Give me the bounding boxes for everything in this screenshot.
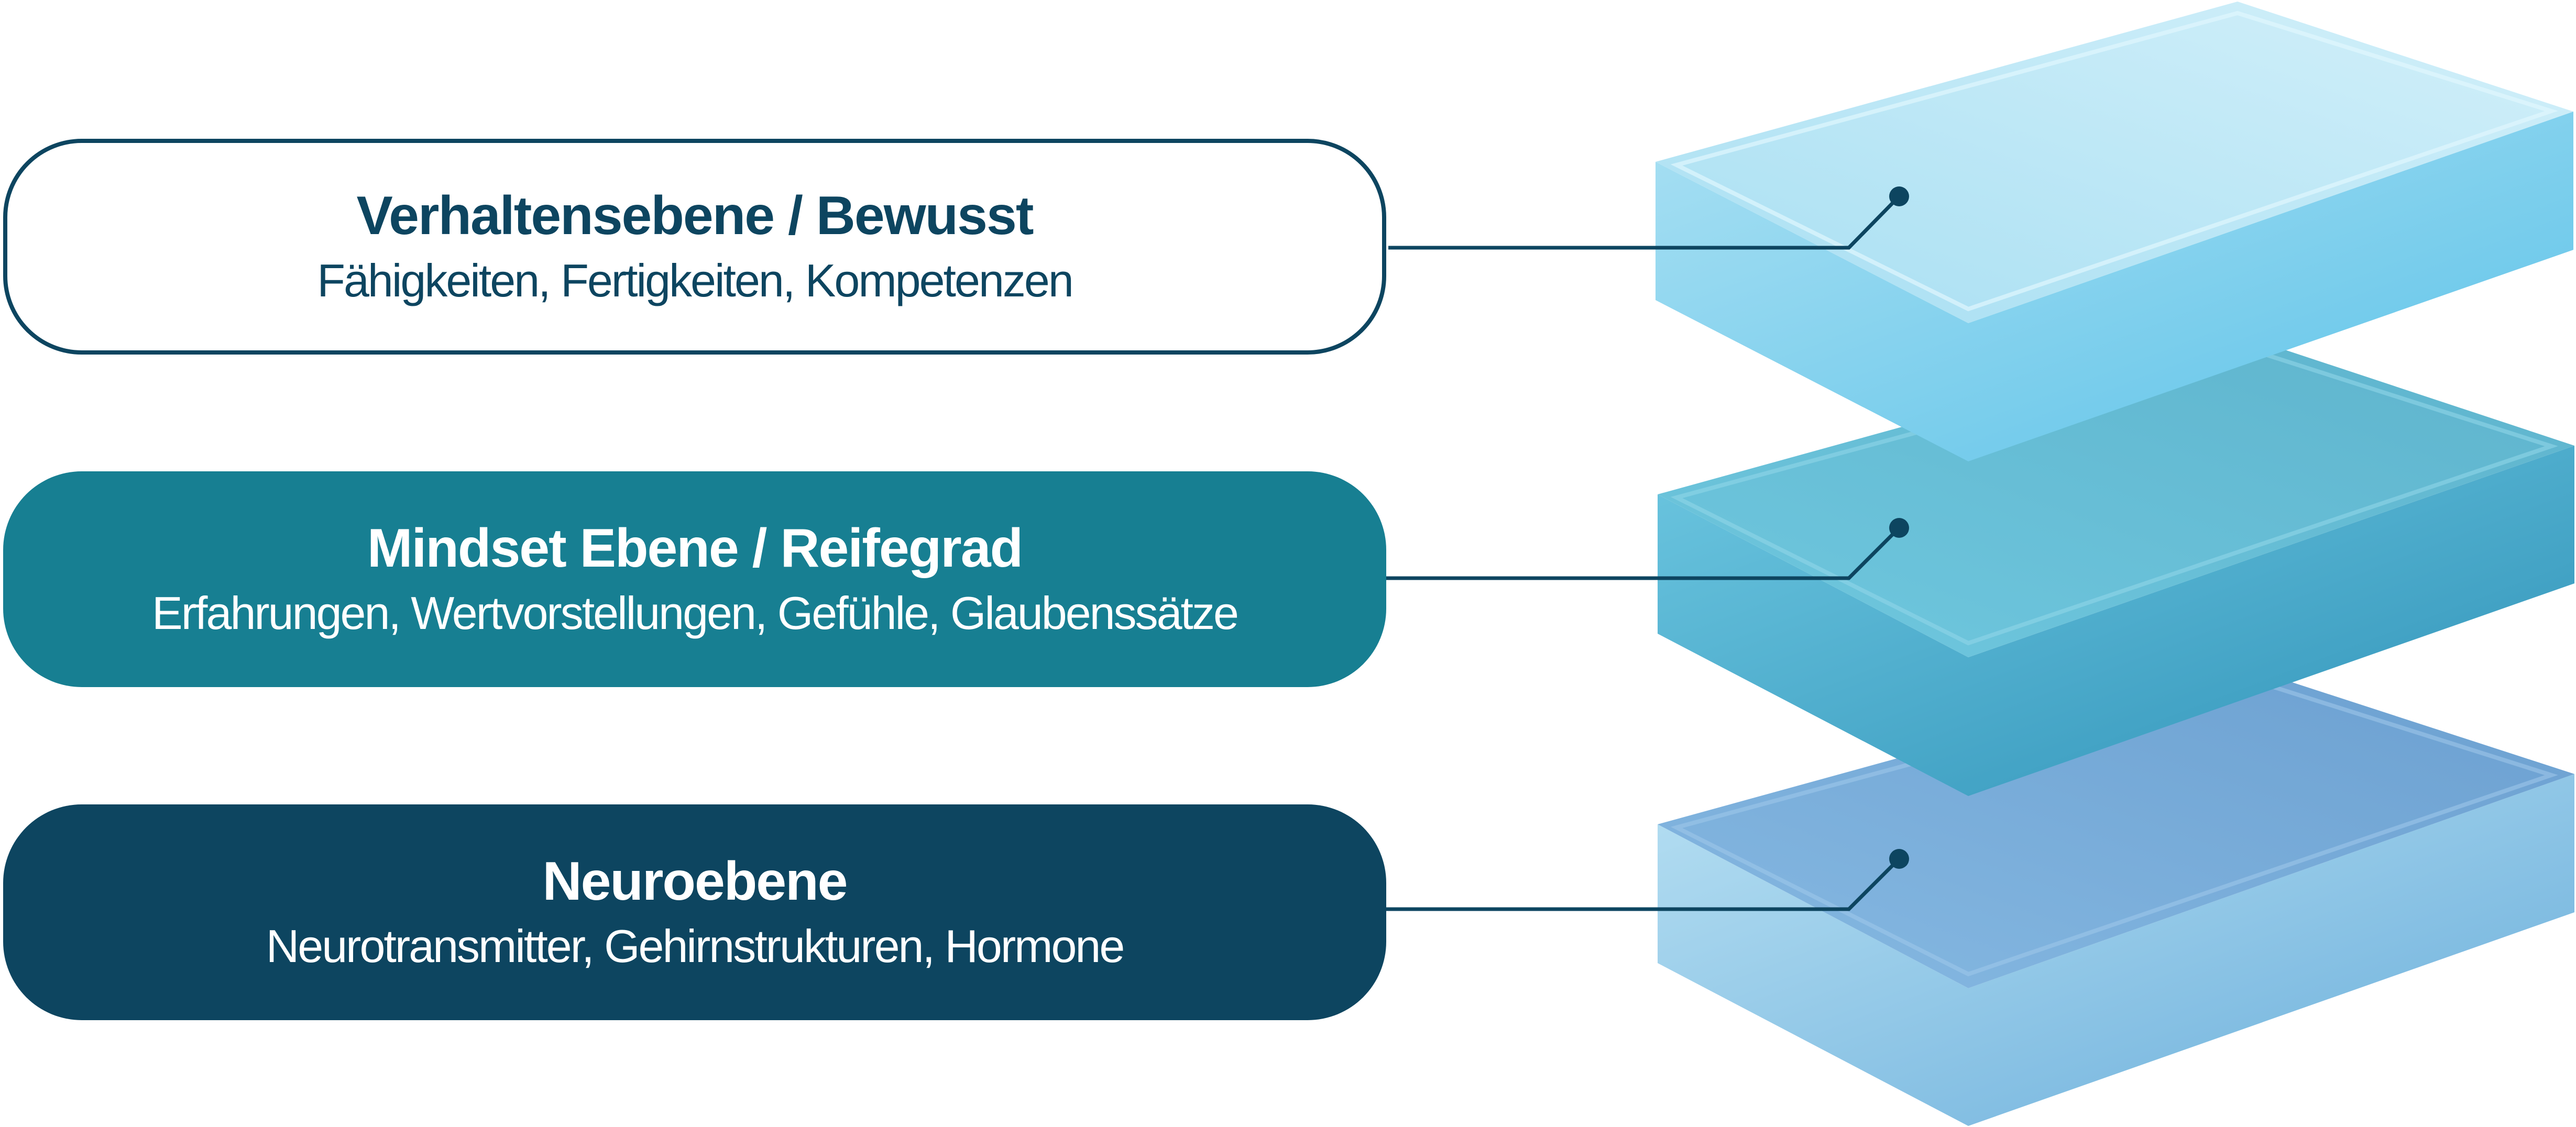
slab-verhalten bbox=[1656, 2, 2573, 461]
layer-box-neuro: Neuroebene Neurotransmitter, Gehirnstruk… bbox=[3, 804, 1386, 1020]
layer-title: Neuroebene bbox=[542, 851, 848, 912]
connector-dot-3 bbox=[1889, 849, 1909, 869]
layer-box-verhalten: Verhaltensebene / Bewusst Fähigkeiten, F… bbox=[3, 139, 1386, 355]
layer-box-mindset: Mindset Ebene / Reifegrad Erfahrungen, W… bbox=[3, 471, 1386, 687]
connector-line-1 bbox=[1388, 195, 1901, 250]
layer-subtitle: Neurotransmitter, Gehirnstrukturen, Horm… bbox=[266, 920, 1125, 972]
layer-subtitle: Fähigkeiten, Fertigkeiten, Kompetenzen bbox=[317, 255, 1074, 306]
connector-line-2 bbox=[1386, 526, 1901, 580]
connector-dot-1 bbox=[1889, 186, 1909, 206]
layer-subtitle: Erfahrungen, Wertvorstellungen, Gefühle,… bbox=[152, 587, 1239, 639]
layer-title: Verhaltensebene / Bewusst bbox=[356, 185, 1034, 246]
connector-line-3 bbox=[1386, 857, 1901, 911]
connector-dot-2 bbox=[1889, 518, 1909, 538]
layer-title: Mindset Ebene / Reifegrad bbox=[367, 518, 1023, 579]
